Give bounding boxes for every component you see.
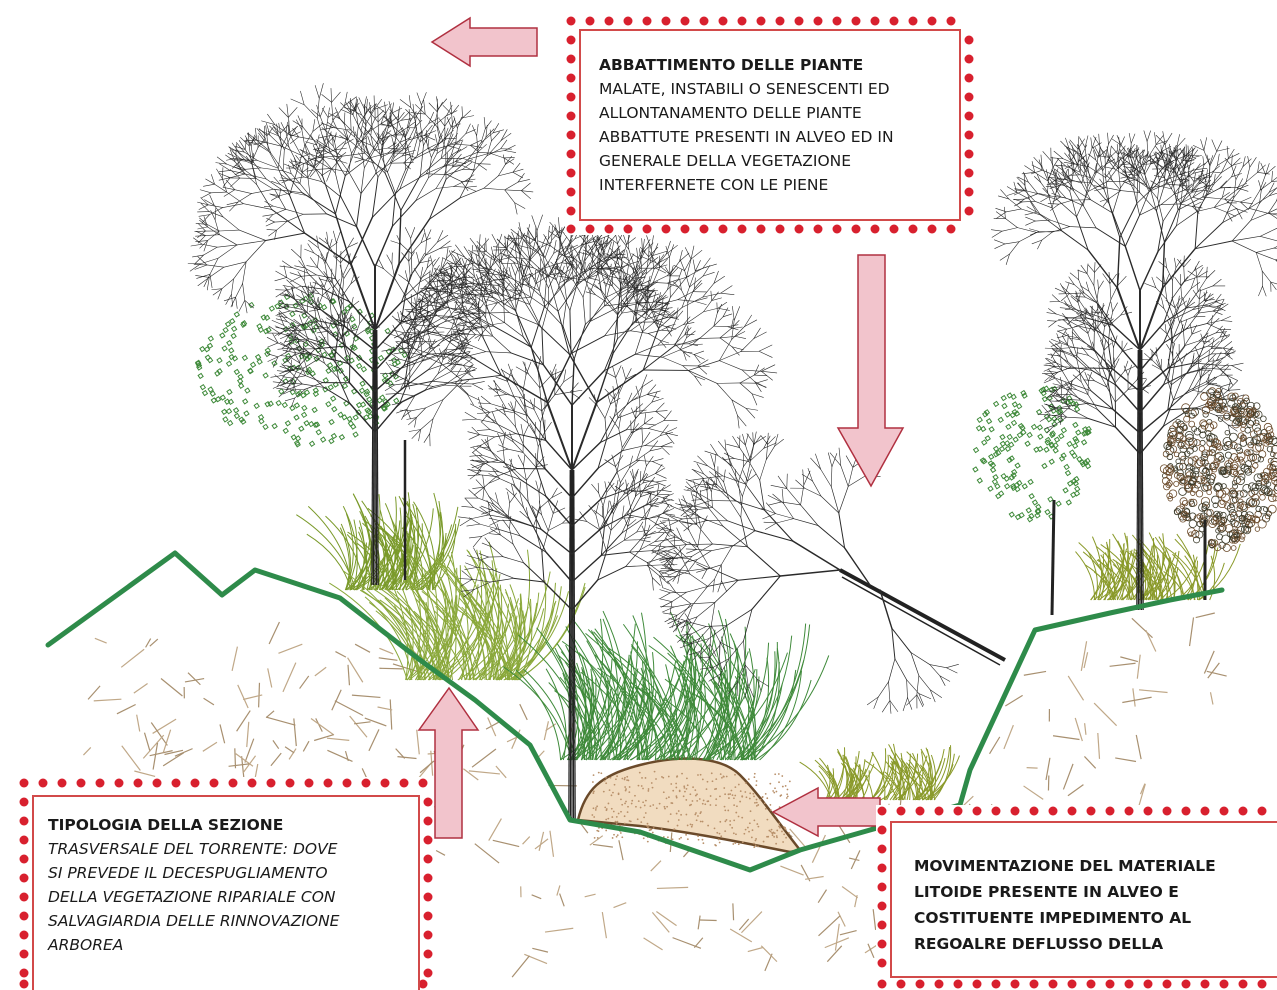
sediment-mound <box>578 758 800 852</box>
callout-section-type: TIPOLOGIA DELLA SEZIONE TRASVERSALE DEL … <box>18 777 434 990</box>
callout-line: MALATE, INSTABILI O SENESCENTI ED <box>599 77 947 101</box>
callout-line: ALLONTANAMENTO DELLE PIANTE <box>599 101 947 125</box>
callout-line: REGOALRE DEFLUSSO DELLA <box>914 931 1265 957</box>
callout-line: TRASVERSALE DEL TORRENTE: DOVE <box>48 837 406 861</box>
callout-material-movement-box: MOVIMENTAZIONE DEL MATERIALE LITOIDE PRE… <box>890 821 1277 978</box>
callout-line: ABBATTUTE PRESENTI IN ALVEO ED IN <box>599 125 947 149</box>
callout-line: ARBOREA <box>48 933 406 957</box>
callout-line: LITOIDE PRESENTE IN ALVEO E <box>914 879 1265 905</box>
callout-line: MOVIMENTAZIONE DEL MATERIALE <box>914 853 1265 879</box>
arrow-down-icon <box>838 255 903 486</box>
arrow-left-icon <box>432 18 537 66</box>
callout-tree-felling-box: ABBATTIMENTO DELLE PIANTE MALATE, INSTAB… <box>579 29 961 221</box>
callout-line: INTERFERNETE CON LE PIENE <box>599 173 947 197</box>
callout-tree-felling: ABBATTIMENTO DELLE PIANTE MALATE, INSTAB… <box>565 15 975 235</box>
callout-line: SI PREVEDE IL DECESPUGLIAMENTO <box>48 861 406 885</box>
callout-section-type-box: TIPOLOGIA DELLA SEZIONE TRASVERSALE DEL … <box>32 795 420 990</box>
callout-material-movement: MOVIMENTAZIONE DEL MATERIALE LITOIDE PRE… <box>876 805 1277 990</box>
callout-line: DELLA VEGETAZIONE RIPARIALE CON <box>48 885 406 909</box>
callout-line: SALVAGIARDIA DELLE RINNOVAZIONE <box>48 909 406 933</box>
callout-title: TIPOLOGIA DELLA SEZIONE <box>48 813 406 837</box>
callout-line: COSTITUENTE IMPEDIMENTO AL <box>914 905 1265 931</box>
callout-line: GENERALE DELLA VEGETAZIONE <box>599 149 947 173</box>
callout-title: ABBATTIMENTO DELLE PIANTE <box>599 53 947 77</box>
